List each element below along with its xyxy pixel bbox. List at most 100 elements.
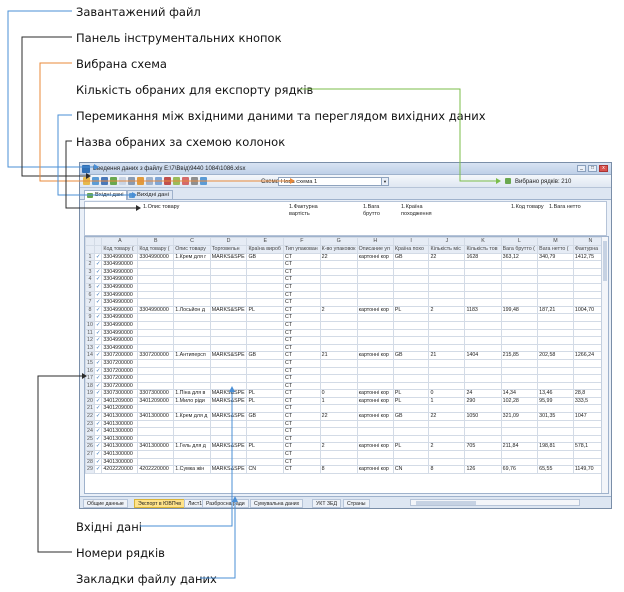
sheet-tab[interactable]: Разбросна ради: [202, 499, 249, 508]
table-cell[interactable]: [537, 419, 574, 429]
table-cell[interactable]: [209, 374, 248, 383]
table-cell[interactable]: [500, 328, 539, 338]
table-cell[interactable]: [173, 374, 211, 383]
table-cell[interactable]: 3304990000: [101, 328, 139, 338]
table-cell[interactable]: [392, 358, 430, 368]
table-cell[interactable]: картонні кор: [356, 252, 394, 262]
table-cell[interactable]: 3401300000: [101, 427, 139, 436]
table-cell[interactable]: [464, 275, 502, 284]
table-cell[interactable]: [500, 404, 539, 414]
table-cell[interactable]: [428, 298, 466, 307]
table-cell[interactable]: [428, 366, 466, 376]
table-cell[interactable]: 3401300000: [137, 442, 175, 452]
table-cell[interactable]: 8: [319, 465, 358, 474]
table-cell[interactable]: 3401209000: [101, 404, 139, 414]
table-cell[interactable]: [464, 260, 502, 269]
table-cell[interactable]: 1.Сумка жін: [173, 465, 211, 474]
table-cell[interactable]: [319, 374, 358, 383]
table-cell[interactable]: GB: [246, 351, 285, 360]
table-cell[interactable]: 3401300000: [101, 434, 139, 444]
table-cell[interactable]: CT: [283, 351, 321, 360]
table-cell[interactable]: [500, 419, 539, 429]
table-cell[interactable]: 215,85: [500, 351, 539, 360]
table-cell[interactable]: [319, 260, 358, 269]
row-checkbox[interactable]: ✓: [93, 298, 103, 307]
table-cell[interactable]: [464, 434, 502, 444]
table-cell[interactable]: 3304990000: [101, 305, 139, 315]
row-checkbox[interactable]: ✓: [93, 313, 103, 322]
table-cell[interactable]: [246, 434, 285, 444]
table-cell[interactable]: [464, 457, 502, 467]
table-cell[interactable]: [392, 374, 430, 383]
row-checkbox[interactable]: ✓: [93, 351, 103, 360]
table-cell[interactable]: 3401209000: [101, 396, 139, 406]
table-cell[interactable]: 8: [428, 465, 466, 474]
column-letter[interactable]: M: [537, 237, 574, 246]
table-cell[interactable]: [500, 260, 539, 269]
table-cell[interactable]: 198,81: [537, 442, 574, 452]
row-checkbox[interactable]: ✓: [93, 396, 103, 406]
column-name-header[interactable]: Код товару (: [101, 244, 139, 254]
table-cell[interactable]: [537, 336, 574, 345]
table-cell[interactable]: [356, 457, 394, 467]
table-cell[interactable]: PL: [246, 442, 285, 452]
table-cell[interactable]: CT: [283, 450, 321, 459]
table-cell[interactable]: [392, 381, 430, 391]
column-letter[interactable]: I: [392, 237, 430, 246]
table-cell[interactable]: [537, 275, 574, 284]
table-cell[interactable]: картонні кор: [356, 442, 394, 452]
open-file-icon[interactable]: [83, 177, 90, 185]
table-cell[interactable]: [319, 282, 358, 292]
table-cell[interactable]: [173, 298, 211, 307]
table-cell[interactable]: [392, 457, 430, 467]
row-checkbox[interactable]: ✓: [93, 412, 103, 421]
sheet-tab[interactable]: Общие данные: [83, 499, 128, 508]
table-cell[interactable]: [137, 267, 175, 277]
table-cell[interactable]: [500, 450, 539, 459]
import-icon[interactable]: [173, 177, 180, 185]
table-cell[interactable]: 3304990000: [101, 313, 139, 322]
table-cell[interactable]: [137, 275, 175, 284]
copy-icon[interactable]: [146, 177, 153, 185]
column-name-header[interactable]: Країна похо: [392, 244, 430, 254]
table-cell[interactable]: [356, 358, 394, 368]
table-cell[interactable]: [500, 290, 539, 300]
table-cell[interactable]: [319, 275, 358, 284]
table-cell[interactable]: [428, 267, 466, 277]
table-cell[interactable]: [464, 358, 502, 368]
table-cell[interactable]: [173, 282, 211, 292]
table-cell[interactable]: [392, 336, 430, 345]
table-cell[interactable]: [356, 313, 394, 322]
table-cell[interactable]: CT: [283, 328, 321, 338]
column-name-header[interactable]: К-во упаковок: [319, 244, 358, 254]
check-all-icon[interactable]: [110, 177, 117, 185]
table-cell[interactable]: PL: [246, 389, 285, 398]
table-cell[interactable]: 22: [428, 412, 466, 421]
table-cell[interactable]: MARKS&SPE: [209, 442, 248, 452]
table-cell[interactable]: [428, 358, 466, 368]
table-cell[interactable]: [356, 260, 394, 269]
table-cell[interactable]: [209, 320, 248, 330]
table-cell[interactable]: [137, 419, 175, 429]
table-cell[interactable]: [392, 282, 430, 292]
table-cell[interactable]: 3401300000: [101, 442, 139, 452]
table-cell[interactable]: [137, 282, 175, 292]
table-cell[interactable]: [137, 450, 175, 459]
table-cell[interactable]: [392, 313, 430, 322]
table-cell[interactable]: 3307200000: [101, 366, 139, 376]
table-cell[interactable]: [356, 336, 394, 345]
table-cell[interactable]: 1050: [464, 412, 502, 421]
table-cell[interactable]: [246, 298, 285, 307]
table-cell[interactable]: [537, 450, 574, 459]
table-cell[interactable]: 1.Гель для д: [173, 442, 211, 452]
table-cell[interactable]: 14,34: [500, 389, 539, 398]
table-cell[interactable]: [356, 298, 394, 307]
table-cell[interactable]: CT: [283, 305, 321, 315]
table-cell[interactable]: [356, 343, 394, 353]
row-checkbox[interactable]: ✓: [93, 320, 103, 330]
